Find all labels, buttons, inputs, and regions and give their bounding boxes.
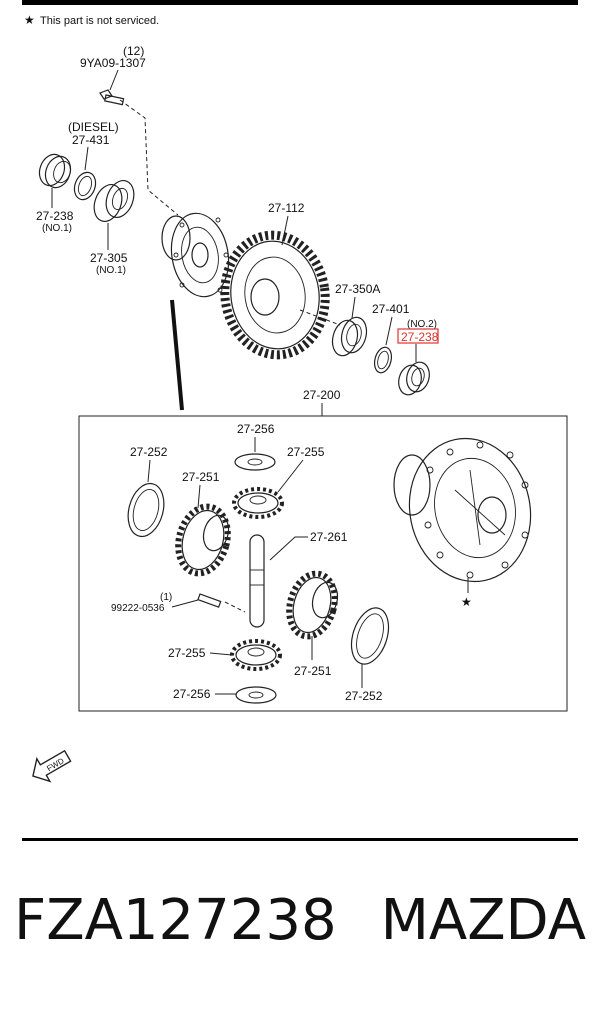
callout-256-bottom: 27-256 bbox=[173, 687, 211, 701]
callout-255-top: 27-255 bbox=[287, 445, 325, 459]
not-serviced-star: ★ bbox=[24, 13, 35, 27]
case-assembly-box bbox=[78, 415, 568, 712]
callout-no2: (NO.2) bbox=[407, 319, 437, 330]
ring-gear bbox=[220, 230, 330, 360]
washer-401 bbox=[373, 346, 393, 374]
shim-350a bbox=[331, 316, 368, 357]
pinion-gear-255-bottom bbox=[230, 639, 282, 671]
callout-401: 27-401 bbox=[372, 302, 410, 316]
pinion-shaft-261 bbox=[249, 534, 265, 628]
brand-name: MAZDA bbox=[380, 888, 586, 953]
callout-350a: 27-350A bbox=[335, 282, 380, 296]
top-rule bbox=[22, 0, 578, 5]
side-gear-251-right bbox=[286, 570, 339, 640]
differential-case-detail bbox=[393, 437, 532, 583]
callout-251-left: 27-251 bbox=[182, 470, 220, 484]
case-not-serviced-star: ★ bbox=[461, 595, 472, 609]
callout-238-no2: 27-238 bbox=[401, 330, 439, 344]
seal-ring-431 bbox=[73, 171, 97, 201]
callout-256-top: 27-256 bbox=[237, 422, 275, 436]
callout-251-right: 27-251 bbox=[294, 664, 332, 678]
washer-256-top bbox=[234, 453, 276, 471]
callout-255-bottom: 27-255 bbox=[168, 646, 206, 660]
callout-no1-a: (NO.1) bbox=[42, 223, 72, 234]
callout-200: 27-200 bbox=[303, 388, 341, 402]
assembly-connector bbox=[170, 299, 184, 411]
pinion-gear-255-top bbox=[232, 487, 284, 519]
callout-252-right: 27-252 bbox=[345, 689, 383, 703]
washer-252-right bbox=[350, 607, 390, 665]
exploded-parts-diagram: ★ This part is not serviced. (12) 9YA09-… bbox=[24, 13, 568, 783]
dashed-guide-bolt bbox=[119, 99, 179, 216]
part-number: FZA127238 bbox=[14, 888, 337, 953]
roll-pin bbox=[197, 593, 222, 608]
callout-238-no1: 27-238 bbox=[36, 209, 74, 223]
washer-252-left bbox=[127, 482, 165, 538]
bearing-238-no2 bbox=[398, 361, 430, 396]
callout-305: 27-305 bbox=[90, 251, 128, 265]
leader-431 bbox=[84, 146, 89, 171]
bearing-238-no1 bbox=[38, 153, 72, 189]
side-gear-251-left bbox=[175, 503, 231, 577]
callout-seal-431: 27-431 bbox=[72, 133, 110, 147]
differential-case-top bbox=[161, 212, 230, 298]
callout-bolt-pn: 9YA09-1307 bbox=[80, 56, 146, 70]
callout-diesel: (DIESEL) bbox=[68, 120, 119, 134]
fwd-arrow-icon: FWD bbox=[32, 749, 72, 783]
footer-rule bbox=[22, 838, 578, 841]
callout-pin-pn: 99222-0536 bbox=[111, 603, 165, 614]
bearing-305 bbox=[93, 180, 135, 222]
callout-no1-b: (NO.1) bbox=[96, 265, 126, 276]
highlight-box bbox=[397, 328, 439, 344]
callout-252-left: 27-252 bbox=[130, 445, 168, 459]
not-serviced-note: This part is not serviced. bbox=[40, 15, 159, 27]
callout-ring-gear: 27-112 bbox=[268, 201, 305, 215]
leader-bolt bbox=[109, 69, 119, 91]
callout-pin-qty: (1) bbox=[160, 592, 172, 603]
washer-256-bottom bbox=[235, 686, 277, 704]
callout-bolt-qty: (12) bbox=[123, 44, 144, 58]
bolt-icon bbox=[99, 89, 125, 106]
callout-261: 27-261 bbox=[310, 530, 348, 544]
